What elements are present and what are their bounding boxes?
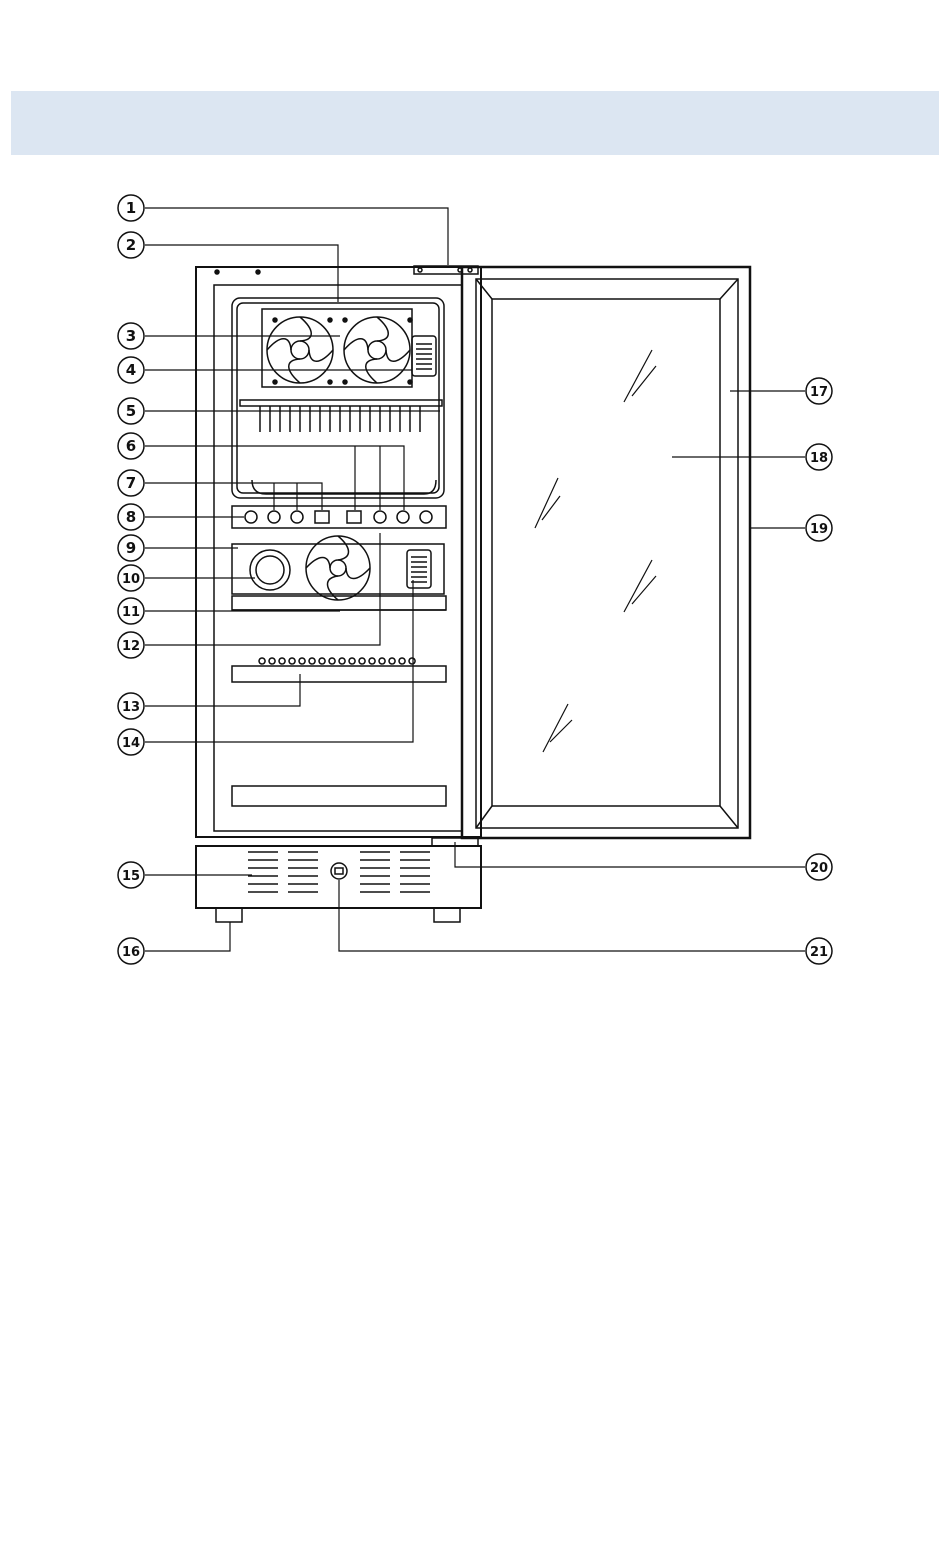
lower-compartment xyxy=(232,536,444,600)
svg-text:16: 16 xyxy=(122,945,140,960)
callout-21: 21 xyxy=(806,938,832,964)
svg-text:13: 13 xyxy=(122,700,140,715)
svg-text:7: 7 xyxy=(126,474,136,492)
callout-6: 6 xyxy=(118,433,144,459)
callout-10: 10 xyxy=(118,565,144,591)
svg-text:17: 17 xyxy=(810,385,828,400)
svg-text:10: 10 xyxy=(122,572,140,587)
callout-19: 19 xyxy=(806,515,832,541)
svg-text:20: 20 xyxy=(810,861,828,876)
callout-20: 20 xyxy=(806,854,832,880)
svg-text:6: 6 xyxy=(126,437,136,455)
callout-13: 13 xyxy=(118,693,144,719)
callout-5: 5 xyxy=(118,398,144,424)
leader-lines xyxy=(145,208,805,951)
callout-9: 9 xyxy=(118,535,144,561)
control-panel xyxy=(232,506,446,528)
callout-4: 4 xyxy=(118,357,144,383)
callout-3: 3 xyxy=(118,323,144,349)
glass-door xyxy=(432,267,750,846)
callout-17: 17 xyxy=(806,378,832,404)
svg-text:5: 5 xyxy=(126,402,136,420)
upper-fans xyxy=(262,309,412,387)
callout-8: 8 xyxy=(118,504,144,530)
svg-text:2: 2 xyxy=(126,236,136,254)
upper-light xyxy=(412,336,436,376)
callout-labels: 1 2 3 4 5 6 7 8 9 10 11 12 13 14 15 16 1… xyxy=(118,195,832,964)
lower-shelves xyxy=(232,596,446,806)
svg-text:4: 4 xyxy=(126,361,136,379)
callout-11: 11 xyxy=(118,598,144,624)
upper-shelf xyxy=(240,400,442,494)
svg-text:9: 9 xyxy=(126,539,136,557)
svg-text:8: 8 xyxy=(126,508,136,526)
callout-14: 14 xyxy=(118,729,144,755)
svg-text:15: 15 xyxy=(122,869,140,884)
svg-text:18: 18 xyxy=(810,451,828,466)
svg-text:1: 1 xyxy=(126,199,136,217)
svg-text:14: 14 xyxy=(122,736,140,751)
callout-15: 15 xyxy=(118,862,144,888)
callout-16: 16 xyxy=(118,938,144,964)
svg-text:21: 21 xyxy=(810,945,828,960)
svg-text:12: 12 xyxy=(122,639,140,654)
svg-text:11: 11 xyxy=(122,605,140,620)
svg-text:19: 19 xyxy=(810,522,828,537)
callout-7: 7 xyxy=(118,470,144,496)
callout-18: 18 xyxy=(806,444,832,470)
callout-1: 1 xyxy=(118,195,144,221)
callout-12: 12 xyxy=(118,632,144,658)
callout-2: 2 xyxy=(118,232,144,258)
svg-text:3: 3 xyxy=(126,327,136,345)
